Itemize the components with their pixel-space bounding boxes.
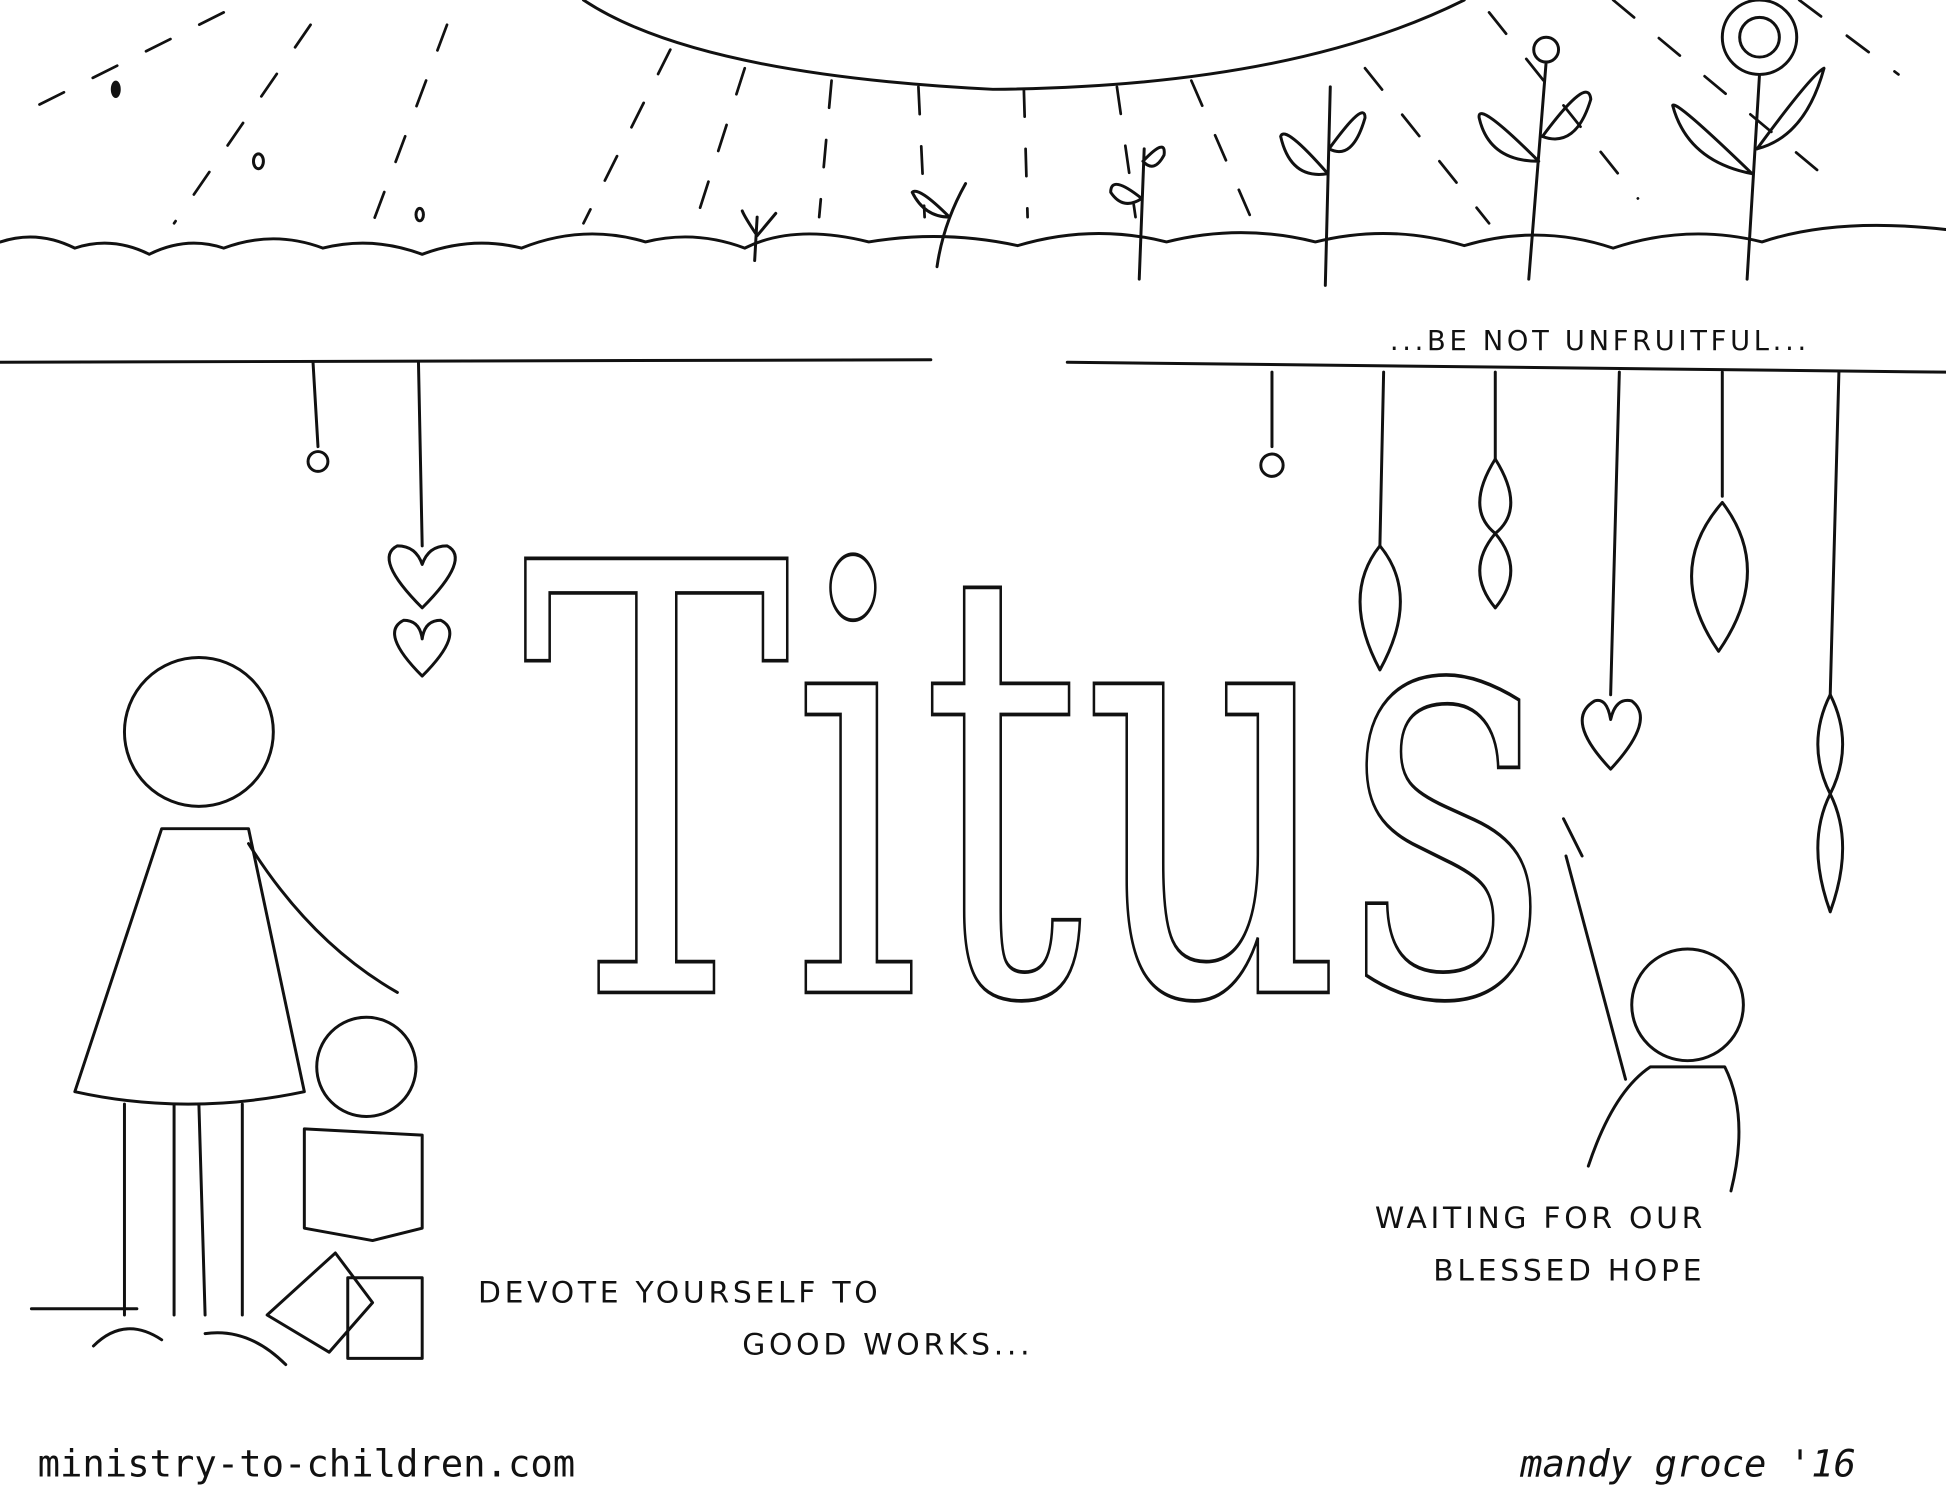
book-title: Titus: [521, 440, 1551, 1133]
sun: [23, 0, 1900, 225]
reaching-boy-figure: [1562, 817, 1745, 1193]
left-caption-line-2: GOOD WORKS...: [742, 1328, 1033, 1363]
right-caption-line-2: BLESSED HOPE: [1433, 1253, 1705, 1288]
website-credit: ministry-to-children.com: [38, 1441, 576, 1485]
ground-line: [0, 223, 1946, 256]
hanging-ornaments: [306, 360, 1845, 914]
horizon-line: [0, 358, 1946, 374]
artist-signature: mandy groce '16: [1519, 1441, 1856, 1485]
banner-text: ...BE NOT UNFRUITFUL...: [1390, 326, 1810, 357]
left-caption-line-1: DEVOTE YOURSELF TO: [478, 1276, 881, 1311]
rain-drops: [110, 80, 425, 223]
growing-plants: [740, 0, 1826, 287]
mother-figure: [29, 656, 399, 1367]
right-caption-line-1: WAITING FOR OUR: [1375, 1201, 1706, 1236]
sitting-boy-figure: [265, 1015, 424, 1360]
